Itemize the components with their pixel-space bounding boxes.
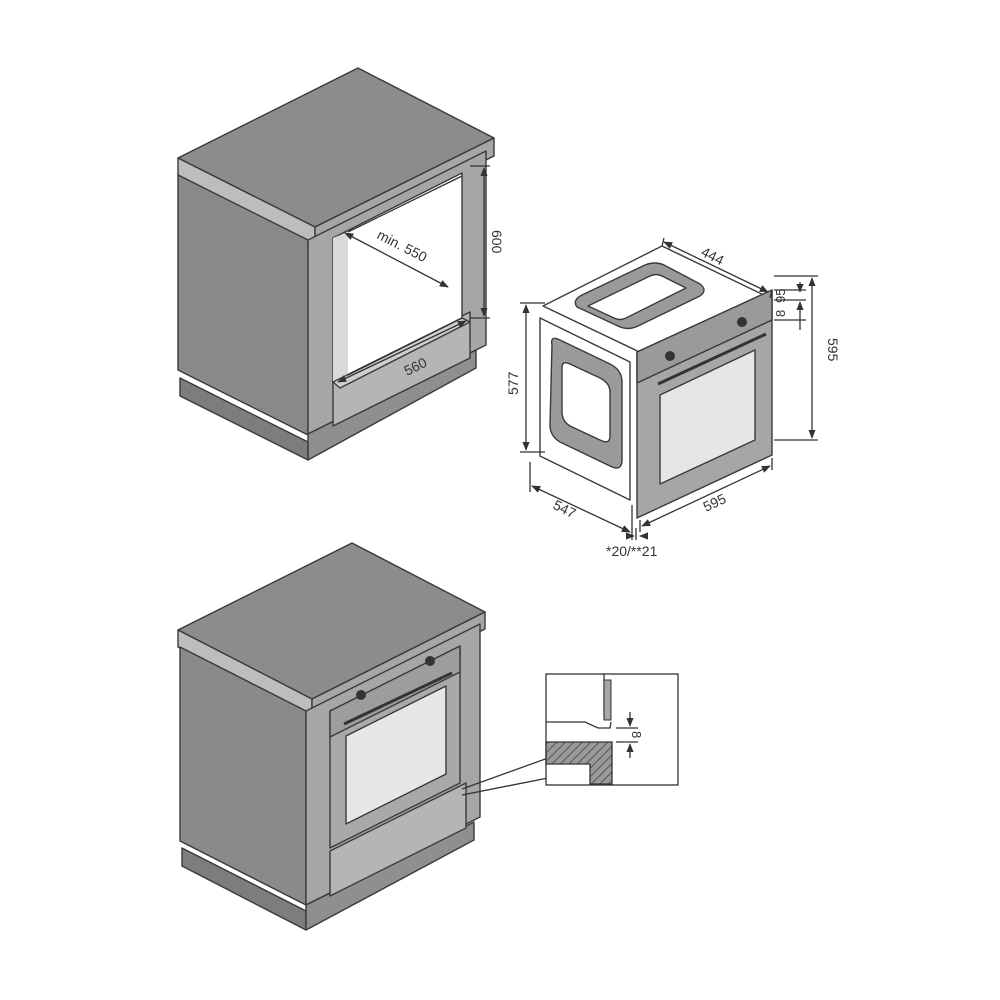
drawer-panel (329, 782, 467, 897)
dim-line-oven-top-depth (663, 241, 769, 293)
installed-oven-handle (343, 671, 453, 726)
dim-oven-body-depth: 547 (551, 496, 579, 521)
dim-oven-height: 595 (825, 338, 841, 362)
oven-knob-left (665, 351, 675, 361)
installed-oven-glass (345, 685, 447, 825)
cabinet-with-oven (177, 542, 549, 931)
installed-oven-knob-left (356, 690, 366, 700)
dim-oven-body-height: 577 (505, 371, 521, 395)
dim-oven-panel-offset: 95 (773, 289, 788, 303)
detail-inset: 8 (545, 673, 679, 786)
dim-oven-front-thickness: *20/**21 (606, 543, 658, 559)
dim-line-oven-body-depth (531, 485, 631, 533)
dim-line-niche-depth (344, 232, 449, 288)
oven-door-glass (659, 349, 756, 485)
dim-line-niche-width (337, 320, 467, 383)
dim-oven-panel-gap: 8 (773, 310, 788, 317)
dim-oven-top-depth: 444 (699, 243, 727, 268)
oven-door-handle (657, 332, 767, 386)
detail-leader-top (461, 757, 549, 790)
oven-dimensioned: 444 8 95 595 577 547 595 *20/**21 (505, 237, 841, 559)
installed-oven-knob-right (425, 656, 435, 666)
detail-hatched-section (545, 741, 613, 785)
cabinet-empty-niche: min. 550 560 600 (177, 67, 505, 461)
dim-line-oven-width (641, 465, 771, 527)
dim-niche-height: 600 (489, 230, 505, 254)
oven-knob-right (737, 317, 747, 327)
detail-leader-bottom (461, 777, 549, 796)
niche-inner-wall (333, 232, 348, 382)
dim-detail-gap: 8 (629, 731, 644, 738)
dim-oven-width: 595 (701, 490, 729, 514)
